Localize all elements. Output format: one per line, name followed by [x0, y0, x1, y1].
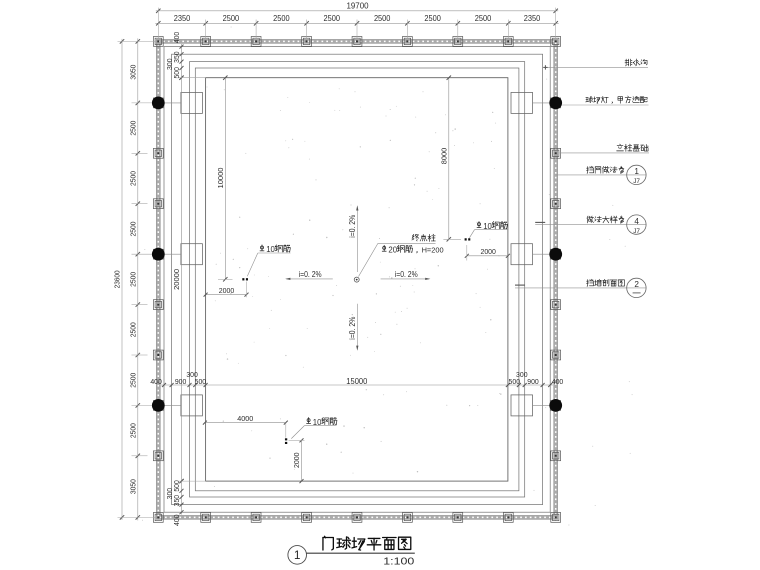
- svg-text:500: 500: [172, 67, 181, 79]
- svg-text:500: 500: [509, 377, 521, 386]
- svg-text:300: 300: [516, 370, 528, 379]
- svg-text:i=0. 2%: i=0. 2%: [348, 215, 357, 238]
- svg-text:2500: 2500: [374, 14, 391, 23]
- svg-text:400: 400: [172, 32, 181, 44]
- svg-text:20000: 20000: [172, 269, 181, 290]
- svg-text:3050: 3050: [129, 479, 138, 494]
- svg-text:2500: 2500: [324, 14, 341, 23]
- svg-text:300: 300: [165, 58, 174, 70]
- svg-text:20: 20: [388, 246, 397, 255]
- svg-text:900: 900: [527, 377, 539, 386]
- svg-text:3050: 3050: [129, 65, 138, 80]
- svg-text:1: 1: [294, 550, 300, 562]
- svg-text:4: 4: [634, 217, 639, 226]
- svg-text:400: 400: [172, 514, 181, 526]
- svg-text:2500: 2500: [273, 14, 290, 23]
- svg-text:10: 10: [483, 222, 492, 231]
- svg-text:10000: 10000: [216, 168, 225, 189]
- svg-text:2500: 2500: [424, 14, 441, 23]
- svg-text:i=0. 2%: i=0. 2%: [348, 317, 357, 340]
- svg-text:19700: 19700: [347, 2, 370, 11]
- svg-text:i=0. 2%: i=0. 2%: [299, 270, 322, 279]
- svg-text:H=200: H=200: [422, 246, 444, 255]
- svg-text:300: 300: [186, 370, 198, 379]
- svg-text:2500: 2500: [129, 373, 138, 388]
- svg-text:23600: 23600: [113, 270, 122, 288]
- svg-text:400: 400: [552, 377, 564, 386]
- svg-text:15000: 15000: [346, 377, 368, 386]
- svg-text:350: 350: [172, 495, 181, 507]
- svg-text:2350: 2350: [174, 14, 191, 23]
- svg-text:2500: 2500: [129, 221, 138, 236]
- svg-text:2350: 2350: [524, 14, 541, 23]
- svg-text:2500: 2500: [475, 14, 492, 23]
- svg-text:2500: 2500: [129, 272, 138, 287]
- svg-text:2500: 2500: [129, 322, 138, 337]
- svg-text:500: 500: [195, 377, 207, 386]
- svg-text:2500: 2500: [129, 121, 138, 136]
- svg-text:400: 400: [150, 377, 162, 386]
- svg-text:2500: 2500: [129, 423, 138, 438]
- svg-text:2000: 2000: [292, 452, 301, 468]
- svg-text:2000: 2000: [480, 247, 496, 256]
- svg-text:300: 300: [165, 488, 174, 500]
- svg-text:J7: J7: [633, 178, 640, 185]
- svg-text:1:100: 1:100: [383, 556, 414, 568]
- svg-text:2500: 2500: [223, 14, 240, 23]
- svg-text:i=0. 2%: i=0. 2%: [395, 270, 418, 279]
- svg-text:1: 1: [634, 167, 639, 176]
- svg-text:2500: 2500: [129, 171, 138, 186]
- svg-text:10: 10: [266, 245, 275, 254]
- svg-text:2: 2: [634, 280, 639, 289]
- svg-text:900: 900: [175, 377, 187, 386]
- svg-text:J7: J7: [633, 228, 640, 235]
- svg-text:8000: 8000: [439, 148, 448, 165]
- svg-text:10: 10: [313, 418, 322, 427]
- svg-text:4000: 4000: [237, 414, 253, 423]
- svg-text:350: 350: [172, 51, 181, 63]
- svg-text:2000: 2000: [219, 286, 235, 295]
- svg-text:500: 500: [172, 480, 181, 492]
